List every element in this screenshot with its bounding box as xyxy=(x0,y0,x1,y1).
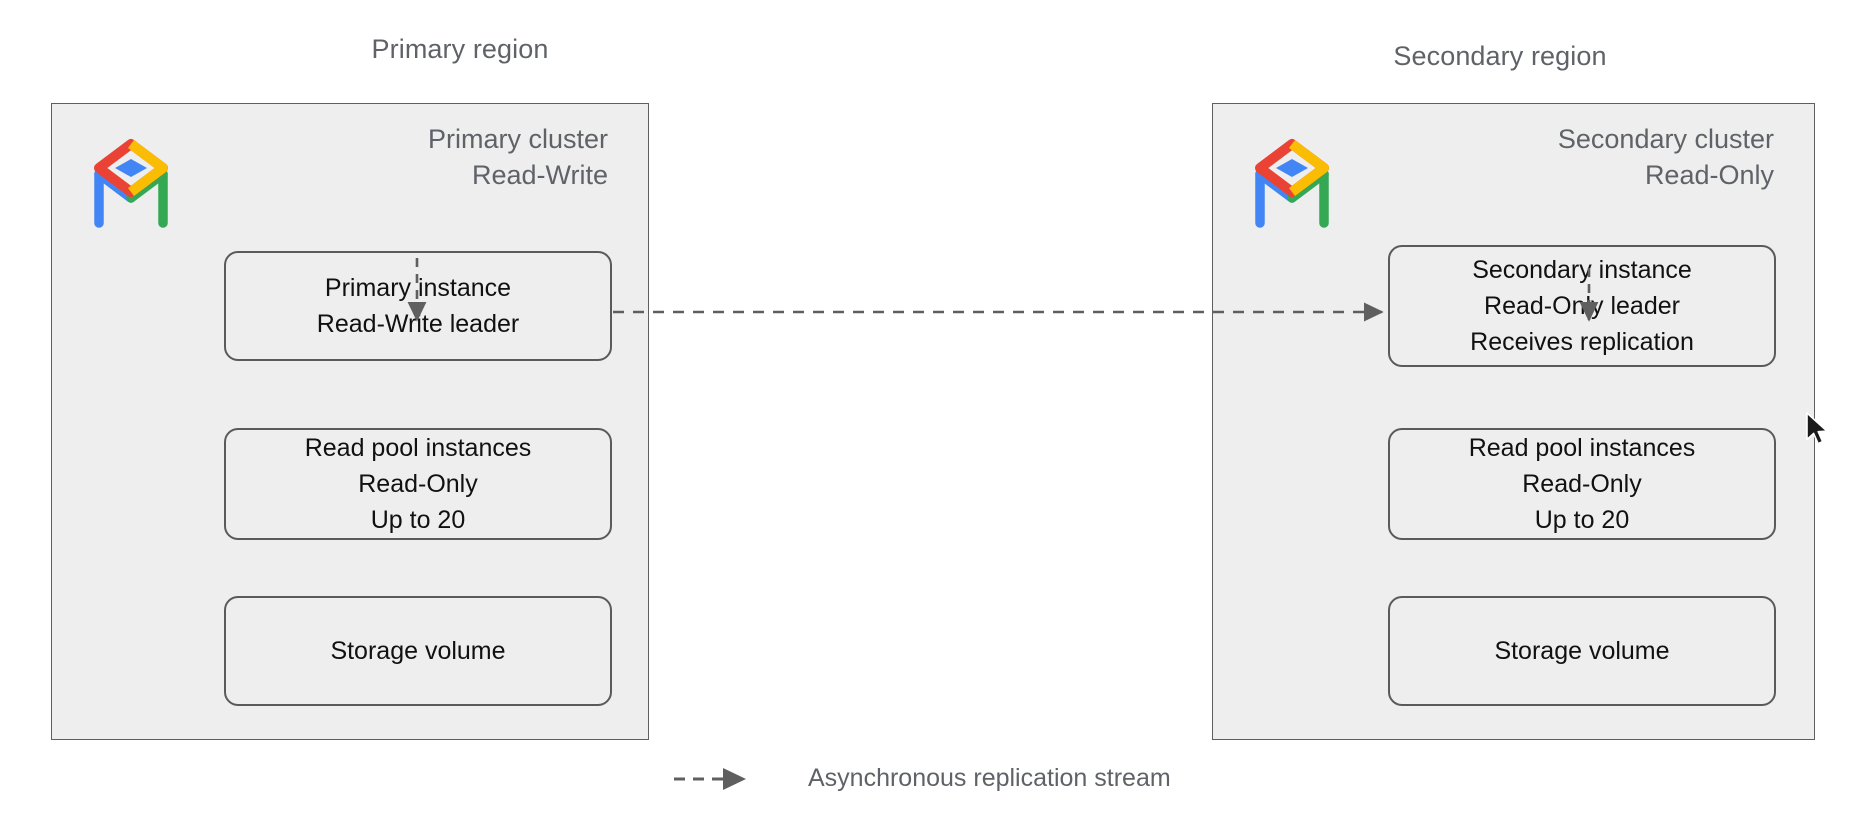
alloydb-logo-icon xyxy=(77,126,185,234)
region-caption-primary: Primary region xyxy=(371,34,549,64)
node-read-pool-secondary[interactable]: Read pool instances Read-Only Up to 20 xyxy=(1388,428,1776,540)
node-read-pool-primary[interactable]: Read pool instances Read-Only Up to 20 xyxy=(224,428,612,540)
cluster-panel-secondary: Secondary cluster Read-Only Secondary in… xyxy=(1212,103,1815,740)
legend-label: Asynchronous replication stream xyxy=(808,764,1171,792)
alloydb-logo-icon xyxy=(1238,126,1346,234)
legend-dashed-arrow-icon xyxy=(674,767,746,790)
node-storage-volume-secondary[interactable]: Storage volume xyxy=(1388,596,1776,706)
node-secondary-instance[interactable]: Secondary instance Read-Only leader Rece… xyxy=(1388,245,1776,367)
cluster-panel-primary: Primary cluster Read-Write Primary insta… xyxy=(51,103,649,740)
legend: Asynchronous replication stream xyxy=(672,764,1171,793)
node-primary-instance[interactable]: Primary instance Read-Write leader xyxy=(224,251,612,361)
mouse-pointer-icon xyxy=(1806,412,1828,445)
cluster-title-secondary: Secondary cluster Read-Only xyxy=(1557,124,1774,190)
node-storage-volume-primary[interactable]: Storage volume xyxy=(224,596,612,706)
region-caption-secondary: Secondary region xyxy=(1393,41,1607,71)
cluster-title-primary: Primary cluster Read-Write xyxy=(427,124,608,190)
